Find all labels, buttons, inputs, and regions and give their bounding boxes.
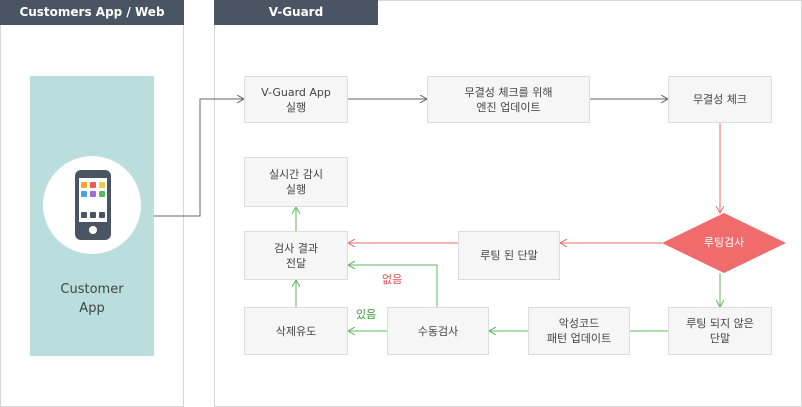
- app-tile-icon: [90, 191, 96, 197]
- node-deliver-result: 검사 결과 전달: [244, 231, 348, 280]
- home-button-icon: [89, 226, 97, 234]
- app-tile-icon: [99, 212, 105, 218]
- app-tile-icon: [99, 191, 105, 197]
- node-realtime-monitor: 실시간 감시 실행: [244, 157, 348, 207]
- node-rooting-check-label: 루팅검사: [703, 236, 745, 249]
- vguard-panel-tab: V-Guard: [214, 0, 378, 25]
- app-tile-icon: [90, 182, 96, 188]
- node-malware-pattern-update: 악성코드 패턴 업데이트: [528, 307, 630, 355]
- customer-panel-tab: Customers App / Web: [0, 0, 184, 25]
- edge-manual-to-result: [348, 265, 438, 307]
- rooting-check-diamond: [662, 213, 786, 273]
- customer-app-label: Customer App: [60, 282, 124, 316]
- node-rooted-device: 루팅 된 단말: [458, 231, 560, 280]
- node-integrity-check: 무결성 체크: [668, 76, 772, 123]
- app-tile-icon: [81, 191, 87, 197]
- app-tile-icon: [81, 212, 87, 218]
- node-run-app: V-Guard App 실행: [244, 76, 348, 123]
- app-tile-icon: [99, 182, 105, 188]
- phone-screen: [79, 178, 107, 222]
- edge-label-exists: 있음: [356, 308, 377, 321]
- app-tile-icon: [90, 212, 96, 218]
- node-non-rooted-device: 루팅 되지 않은 단말: [668, 307, 772, 355]
- edge-label-none: 없음: [382, 273, 403, 286]
- node-manual-check: 수동검사: [387, 307, 489, 355]
- smartphone-icon: [75, 170, 111, 240]
- node-engine-update: 무결성 체크를 위해 엔진 업데이트: [427, 76, 590, 123]
- node-delete-guide: 삭제유도: [244, 307, 348, 355]
- app-tile-icon: [81, 182, 87, 188]
- edge-customer-to-run: [154, 99, 244, 217]
